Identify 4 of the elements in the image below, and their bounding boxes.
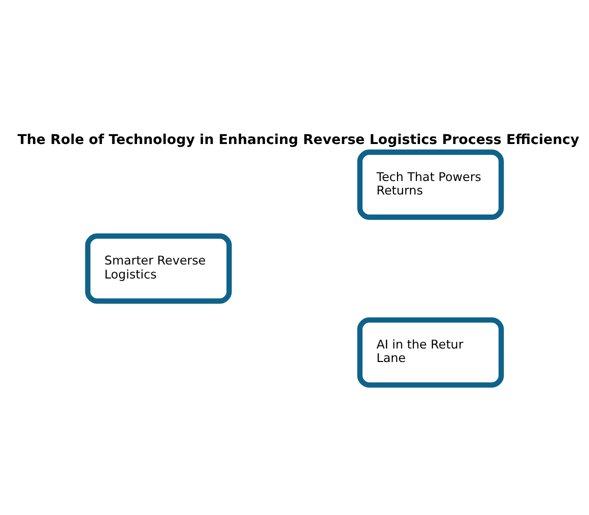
node-box: AI in the Retur Lane — [357, 316, 504, 388]
node-box: Tech That Powers Returns — [357, 149, 504, 220]
diagram-title: The Role of Technology in Enhancing Reverse Logistics Process Efficiency — [17, 132, 580, 148]
node-box: Smarter Reverse Logistics — [85, 232, 232, 304]
